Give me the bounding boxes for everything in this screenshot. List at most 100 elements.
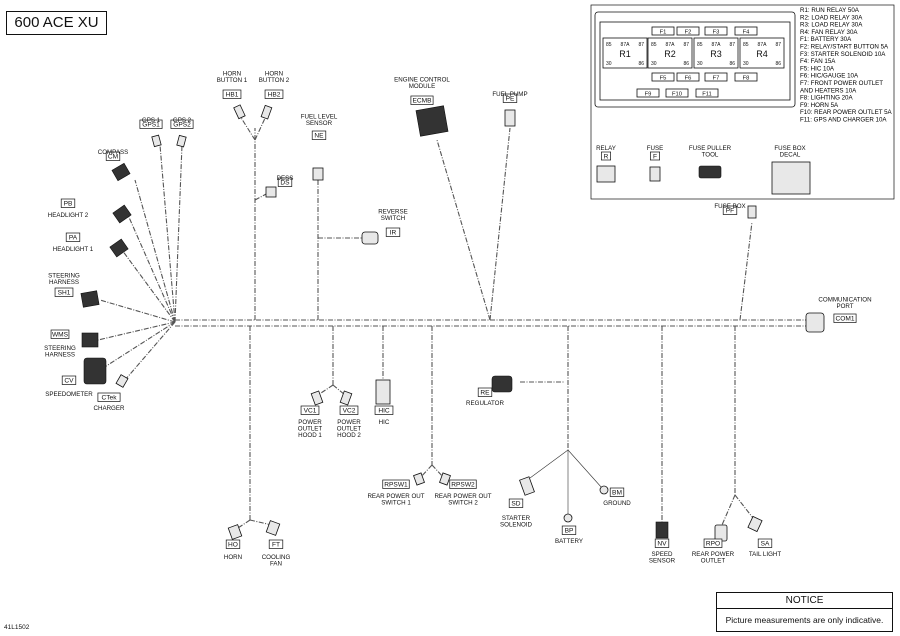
fuse-f3: F3 xyxy=(704,26,728,36)
svg-text:F4: F4 xyxy=(743,29,751,35)
legend-line: F1: BATTERY 30A xyxy=(800,36,852,43)
legend-line: F7: FRONT POWER OUTLET xyxy=(800,80,883,87)
svg-text:30: 30 xyxy=(743,61,749,67)
legend-line: F4: FAN 15A xyxy=(800,58,836,65)
connector-code: VC1 xyxy=(304,408,317,415)
fuse-f1: F1 xyxy=(651,26,675,36)
connector-label: PORT xyxy=(836,303,853,310)
fuse-f11: F11 xyxy=(695,88,719,98)
document-id: 41L1502 xyxy=(4,624,30,631)
svg-text:87A: 87A xyxy=(666,42,676,48)
connector-label: SWITCH 2 xyxy=(448,500,478,507)
connector-code: NV xyxy=(657,541,667,548)
connector-label: HOOD 1 xyxy=(298,432,322,439)
svg-text:F7: F7 xyxy=(713,75,720,81)
legend-line: F3: STARTER SOLENOID 10A xyxy=(800,51,886,58)
connector-code: HIC xyxy=(378,408,390,415)
connector-label: HIC xyxy=(379,419,390,426)
connector-code: ECMB xyxy=(412,98,432,105)
connector-code: RPO xyxy=(706,541,720,548)
svg-text:86: 86 xyxy=(775,61,781,67)
notice-box: NOTICE Picture measurements are only ind… xyxy=(716,592,893,632)
fuse-box-parts xyxy=(596,161,811,195)
svg-text:F1: F1 xyxy=(660,29,667,35)
svg-text:86: 86 xyxy=(729,61,735,67)
fuse-f2: F2 xyxy=(676,26,700,36)
fuse-f6: F6 xyxy=(676,72,700,82)
svg-text:87A: 87A xyxy=(621,42,631,48)
svg-text:R2: R2 xyxy=(664,49,676,59)
svg-text:87: 87 xyxy=(638,42,644,48)
legend-line: F9: HORN 5A xyxy=(800,102,839,109)
connector-label: GROUND xyxy=(603,500,631,507)
svg-text:F11: F11 xyxy=(702,91,712,97)
connector-label: CHARGER xyxy=(94,405,125,412)
connector-label: HORN xyxy=(223,71,241,78)
connector-label: OUTLET xyxy=(337,426,362,433)
connector-code: HO xyxy=(228,542,238,549)
fuse-f10: F10 xyxy=(665,88,689,98)
connector-label: SENSOR xyxy=(649,558,676,565)
diagram-title: 600 ACE XU xyxy=(6,11,107,35)
connector-label: TAIL LIGHT xyxy=(749,551,782,558)
connector-label: FUSE BOX xyxy=(714,203,745,210)
connector-label: STARTER xyxy=(502,515,531,522)
svg-text:TOOL: TOOL xyxy=(702,152,719,159)
legend-line: F11: GPS AND CHARGER 10A xyxy=(800,117,887,124)
connector-label: GPS 2 xyxy=(173,117,192,124)
connector-code: COM1 xyxy=(835,316,854,323)
connector-code: IR xyxy=(390,230,397,237)
fuse-f7: F7 xyxy=(704,72,728,82)
svg-text:86: 86 xyxy=(638,61,644,67)
connector-label: BUTTON 1 xyxy=(217,77,248,84)
svg-text:85: 85 xyxy=(743,42,749,48)
connector-label: FUEL PUMP xyxy=(492,91,527,98)
connector-label: ENGINE CONTROL xyxy=(394,77,450,84)
fuse-box-panel xyxy=(590,4,895,200)
connector-label: HEADLIGHT 2 xyxy=(48,212,89,219)
svg-text:F6: F6 xyxy=(685,75,692,81)
connector-pb: PB HEADLIGHT 2 xyxy=(48,198,89,219)
connector-shapes xyxy=(80,104,825,542)
connector-code: PB xyxy=(64,201,73,208)
connector-label: POWER xyxy=(337,419,361,426)
notice-text: Picture measurements are only indicative… xyxy=(725,615,884,625)
fuse-icon xyxy=(649,166,661,182)
connector-code: CM xyxy=(108,154,118,161)
connector-label: HEADLIGHT 1 xyxy=(53,246,94,253)
connector-label: POWER xyxy=(298,419,322,426)
fuse-f4: F4 xyxy=(734,26,758,36)
svg-text:FUSE PULLER: FUSE PULLER xyxy=(689,145,732,152)
legend-line: R1: RUN RELAY 50A xyxy=(800,7,860,14)
connector-code: BP xyxy=(565,528,574,535)
svg-text:R4: R4 xyxy=(756,49,768,59)
connector-code: FT xyxy=(272,542,280,549)
connector-code: VC2 xyxy=(343,408,356,415)
connector-label: REVERSE xyxy=(378,209,408,216)
connector-label: STEERING xyxy=(48,273,80,280)
connector-label: STEERING xyxy=(44,345,76,352)
fuse-f8: F8 xyxy=(734,72,758,82)
svg-text:30: 30 xyxy=(606,61,612,67)
svg-text:87: 87 xyxy=(729,42,735,48)
